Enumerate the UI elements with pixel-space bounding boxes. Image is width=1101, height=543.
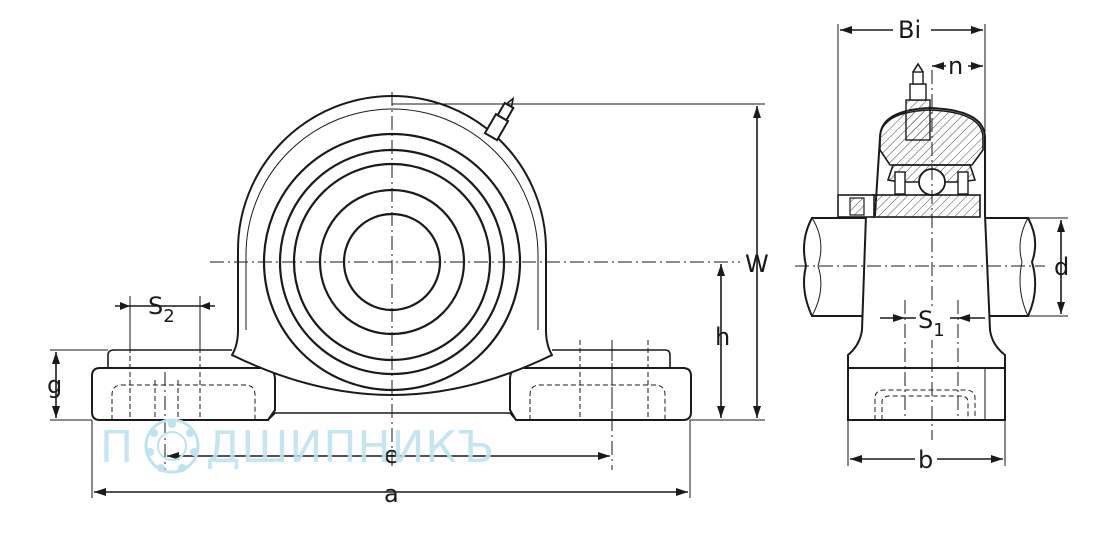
pedestal-inner-outline	[245, 108, 539, 330]
side-base	[847, 367, 1006, 421]
dim-Bi: Bi	[898, 16, 921, 44]
base-plate-right	[509, 367, 692, 421]
dim-b: b	[918, 446, 933, 474]
right-foot-flange	[552, 349, 671, 368]
front-dimensions: W h g S2 e a	[47, 103, 769, 508]
grease-fitting-side	[905, 62, 931, 141]
seal-left	[894, 171, 906, 195]
grease-nipple	[483, 96, 515, 142]
dim-h: h	[715, 323, 730, 351]
dim-S2: S2	[148, 292, 175, 327]
dim-W: W	[745, 250, 769, 278]
watermark-suffix: ДШИПНИКЪ	[206, 422, 495, 473]
dim-d: d	[1054, 253, 1069, 281]
dim-a: a	[384, 480, 399, 508]
seal-right	[957, 171, 969, 195]
watermark: П ДШИПНИКЪ	[100, 418, 495, 474]
dim-e: e	[384, 441, 399, 469]
side-view	[795, 62, 1045, 440]
dim-n: n	[948, 52, 963, 80]
side-dimensions: Bi n d S1 b	[837, 14, 1069, 474]
front-view	[91, 92, 740, 470]
base-plate	[91, 367, 276, 421]
watermark-bearing-logo	[144, 418, 200, 474]
left-foot-flange	[107, 349, 232, 368]
dim-S1: S1	[918, 306, 945, 341]
dim-g: g	[47, 371, 62, 399]
inner-ring	[871, 194, 981, 218]
watermark-prefix: П	[100, 422, 134, 473]
set-screw	[849, 197, 865, 216]
